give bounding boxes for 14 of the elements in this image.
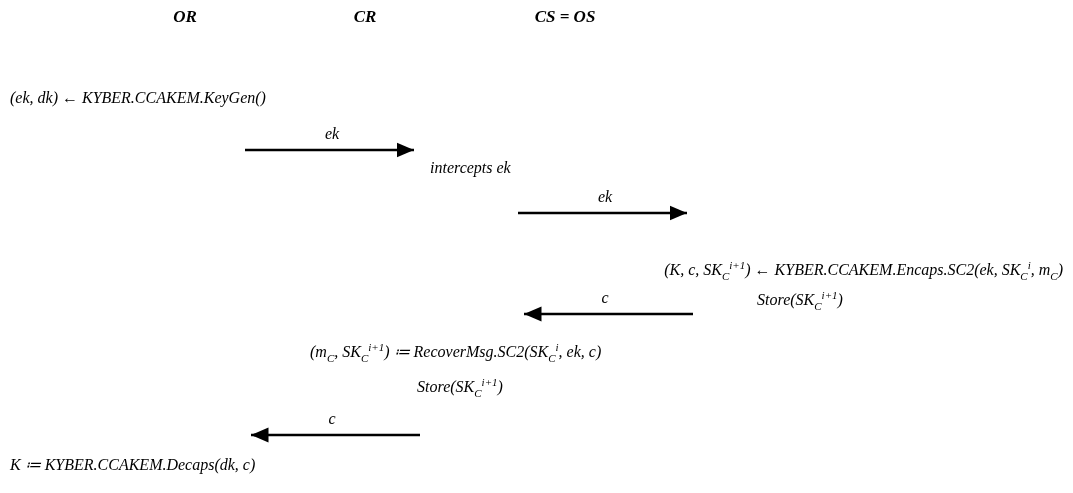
note-text: intercepts ek [430, 158, 511, 179]
party-heading: CS = OS [534, 6, 596, 28]
formula-text: (m$_{C}$, SK$_{C}$$^{i+1}$) ≔ RecoverMsg.SC2(SK$_{C}$$^{i}$, ek, c) [310, 340, 602, 365]
formula-text: (K, c, SK$_{C}$$^{i+1}$) ← KYBER.CCAKEM.Encaps.SC2(ek, SK$_{C}$$^{i}$, m$_{C}$) [664, 258, 1063, 283]
party-heading: CR [353, 6, 377, 28]
message-label: ek [324, 124, 340, 144]
formula-text: Store(SK$_{C}$$^{i+1}$) [417, 375, 503, 400]
message-label: c [601, 288, 609, 308]
message-label: c [328, 409, 336, 429]
formula-text: (ek, dk) ← KYBER.CCAKEM.KeyGen() [10, 88, 266, 109]
message-label: ek [597, 187, 613, 207]
party-heading: OR [173, 6, 197, 28]
formula-text: K ≔ KYBER.CCAKEM.Decaps(dk, c) [10, 455, 256, 476]
formula-text: Store(SK$_{C}$$^{i+1}$) [757, 288, 843, 313]
